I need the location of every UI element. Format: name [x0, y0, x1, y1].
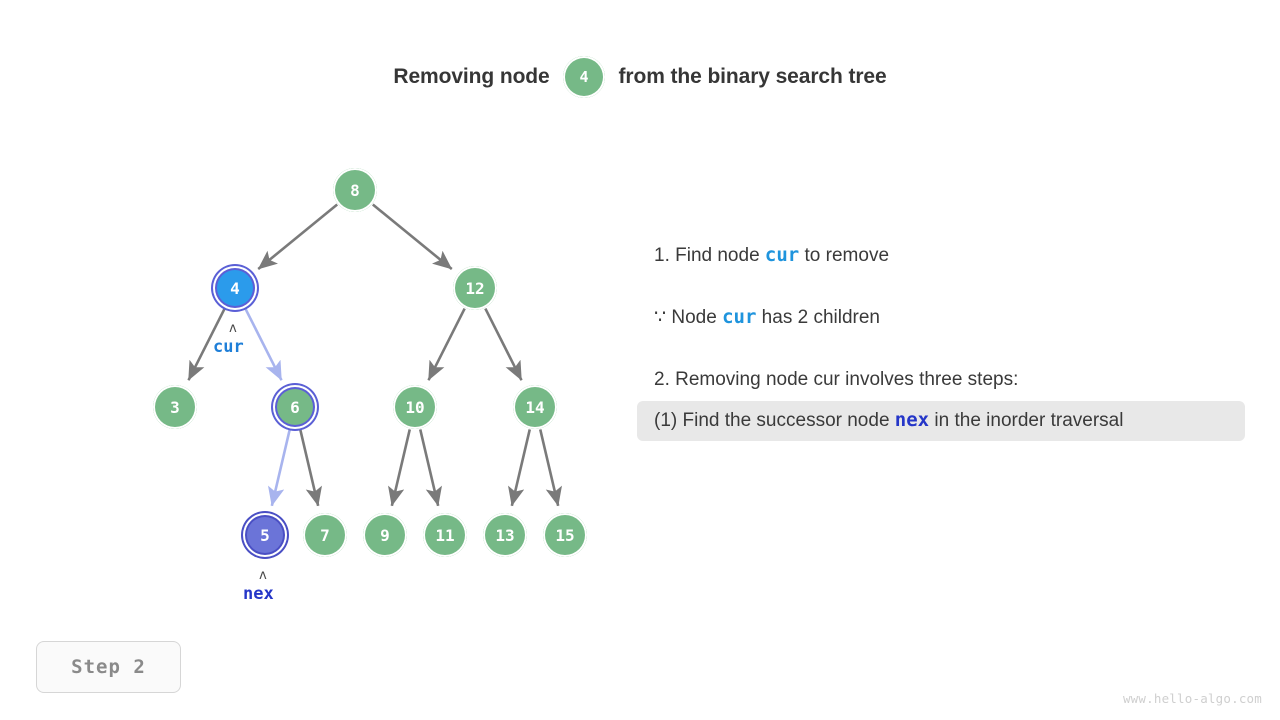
explanation-line-3: 2. Removing node cur involves three step… [654, 369, 1019, 390]
page-title: Removing node 4 from the binary search t… [0, 56, 1280, 98]
tree-node-8[interactable]: 8 [333, 168, 377, 212]
tree-node-12[interactable]: 12 [453, 266, 497, 310]
step-badge: Step 2 [36, 641, 181, 693]
keyword-cur: cur [722, 306, 757, 328]
tree-edge [268, 429, 292, 507]
tree-node-15[interactable]: 15 [543, 513, 587, 557]
tree-edge [298, 429, 322, 507]
tree-node-6[interactable]: 6 [273, 385, 317, 429]
pointer-caret-icon-cur: ʌ [229, 321, 237, 336]
tree-node-13[interactable]: 13 [483, 513, 527, 557]
tree-edge [418, 429, 442, 507]
line2-text-a: ∵ Node [654, 307, 723, 328]
line2-text-b: has 2 children [756, 307, 880, 328]
pointer-caret-icon-nex: ʌ [259, 568, 267, 583]
tree-node-5[interactable]: 5 [243, 513, 287, 557]
tree-edge [538, 429, 562, 507]
tree-edge [427, 307, 466, 381]
title-node-value: 4 [579, 68, 589, 86]
pointer-label-nex: nex [243, 584, 274, 604]
line4-text-a: (1) Find the successor node [654, 410, 895, 431]
tree-edge [388, 429, 412, 507]
title-suffix: from the binary search tree [618, 65, 887, 88]
line1-text-a: 1. Find node [654, 245, 765, 266]
explanation-line-2: ∵ Node cur has 2 children [637, 306, 1277, 328]
tree-node-3[interactable]: 3 [153, 385, 197, 429]
explanation-line-1: 1. Find node cur to remove [637, 244, 1277, 266]
tree-edge-layer [187, 203, 562, 507]
tree-edge [257, 203, 339, 271]
tree-edge [484, 307, 523, 381]
watermark: www.hello-algo.com [1122, 691, 1262, 706]
title-prefix: Removing node [393, 65, 550, 88]
title-node-badge: 4 [563, 56, 606, 98]
tree-edge [187, 307, 226, 381]
tree-node-7[interactable]: 7 [303, 513, 347, 557]
line4-text-b: in the inorder traversal [929, 410, 1124, 431]
tree-node-10[interactable]: 10 [393, 385, 437, 429]
tree-edge [508, 429, 532, 507]
explanation-line-4-highlighted: (1) Find the successor node nex in the i… [637, 401, 1245, 441]
pointer-label-cur: cur [213, 337, 244, 357]
tree-node-4[interactable]: 4 [213, 266, 257, 310]
tree-node-14[interactable]: 14 [513, 385, 557, 429]
explanation-panel: 1. Find node cur to remove ∵ Node cur ha… [637, 246, 1277, 441]
keyword-cur: cur [764, 244, 800, 266]
line1-text-b: to remove [799, 245, 890, 266]
tree-node-9[interactable]: 9 [363, 513, 407, 557]
tree-edge [371, 203, 453, 271]
keyword-nex: nex [894, 409, 930, 431]
tree-edge [244, 307, 283, 381]
tree-node-11[interactable]: 11 [423, 513, 467, 557]
